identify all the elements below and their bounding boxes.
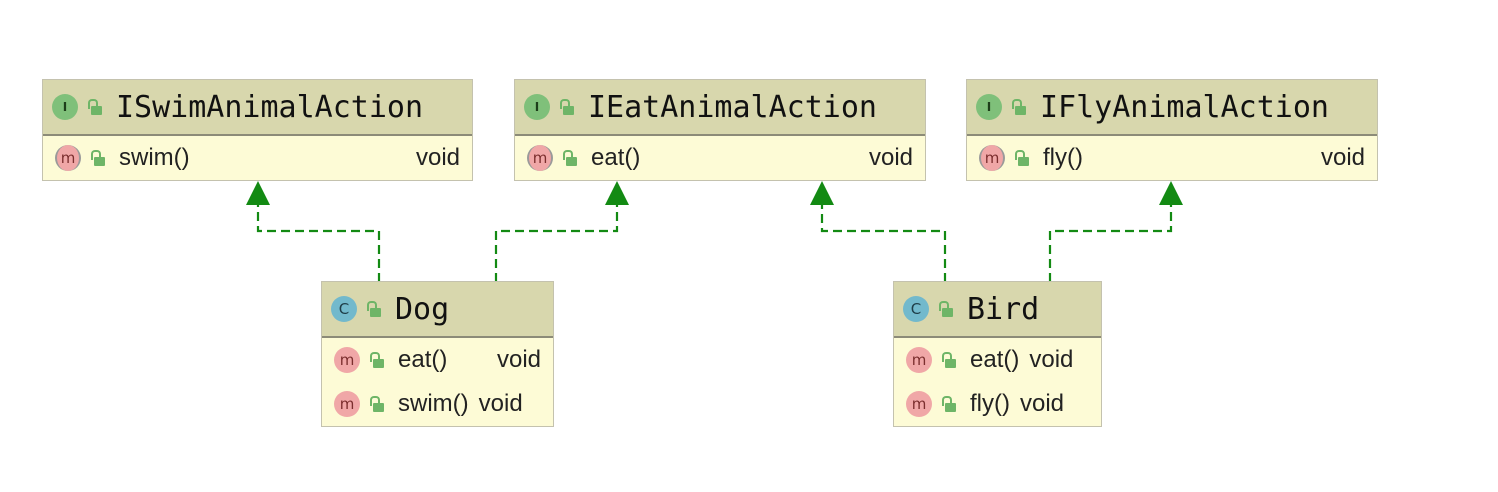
relation-line — [1048, 204, 1173, 282]
method-row[interactable]: m swim() void — [322, 382, 553, 426]
method-row[interactable]: m eat() void — [322, 338, 553, 382]
method-icon: m — [906, 347, 932, 373]
method-return-type: void — [415, 144, 460, 171]
public-lock-icon — [91, 150, 105, 166]
relation-dog-implements-iswimanimalaction — [246, 181, 381, 282]
relation-line — [256, 204, 381, 282]
class-bird[interactable]: C Bird m eat() void m fly() void — [893, 281, 1102, 427]
class-header: C Bird — [894, 282, 1101, 338]
method-row[interactable]: m eat() void — [515, 136, 925, 180]
method-icon: m — [334, 391, 360, 417]
method-icon: m — [979, 145, 1005, 171]
class-name: Dog — [395, 291, 450, 327]
interface-header: I ISwimAnimalAction — [43, 80, 472, 136]
class-name: Bird — [967, 291, 1040, 327]
relation-arrowhead — [246, 181, 270, 205]
class-dog[interactable]: C Dog m eat() void m swim() void — [321, 281, 554, 427]
relation-arrowhead — [1159, 181, 1183, 205]
method-row[interactable]: m eat() void — [894, 338, 1101, 382]
method-return-type: void — [496, 346, 541, 373]
method-name: swim() — [398, 390, 469, 417]
method-return-type: void — [868, 144, 913, 171]
interface-icon: I — [52, 94, 78, 120]
relation-line — [494, 204, 619, 282]
public-lock-icon — [370, 352, 384, 368]
public-lock-icon — [563, 150, 577, 166]
relation-dog-implements-ieatanimalaction — [494, 181, 629, 282]
interface-icon: I — [524, 94, 550, 120]
relation-bird-implements-iflyanimalaction — [1048, 181, 1183, 282]
method-icon: m — [55, 145, 81, 171]
public-lock-icon — [560, 99, 574, 115]
relation-bird-implements-ieatanimalaction — [810, 181, 947, 282]
method-return-type: void — [1019, 390, 1065, 417]
class-header: C Dog — [322, 282, 553, 338]
method-return-type: void — [1029, 346, 1074, 373]
public-lock-icon — [1015, 150, 1029, 166]
method-name: eat() — [398, 346, 448, 373]
method-name: fly() — [970, 390, 1010, 417]
class-icon: C — [331, 296, 357, 322]
method-name: eat() — [591, 144, 641, 171]
public-lock-icon — [942, 352, 956, 368]
method-row[interactable]: m fly() void — [967, 136, 1377, 180]
method-name: eat() — [970, 346, 1020, 373]
interface-name: IFlyAnimalAction — [1040, 89, 1329, 125]
public-lock-icon — [939, 301, 953, 317]
interface-name: IEatAnimalAction — [588, 89, 877, 125]
interface-header: I IFlyAnimalAction — [967, 80, 1377, 136]
public-lock-icon — [367, 301, 381, 317]
method-return-type: void — [478, 390, 523, 417]
relation-line — [820, 204, 947, 282]
class-icon: C — [903, 296, 929, 322]
relation-arrowhead — [810, 181, 834, 205]
interface-ieatanimalaction[interactable]: I IEatAnimalAction m eat() void — [514, 79, 926, 181]
public-lock-icon — [370, 396, 384, 412]
method-icon: m — [906, 391, 932, 417]
interface-icon: I — [976, 94, 1002, 120]
method-return-type: void — [1320, 144, 1365, 171]
relation-arrowhead — [605, 181, 629, 205]
interface-iswimanimalaction[interactable]: I ISwimAnimalAction m swim() void — [42, 79, 473, 181]
method-name: swim() — [119, 144, 190, 171]
public-lock-icon — [942, 396, 956, 412]
interface-header: I IEatAnimalAction — [515, 80, 925, 136]
public-lock-icon — [1012, 99, 1026, 115]
public-lock-icon — [88, 99, 102, 115]
interface-iflyanimalaction[interactable]: I IFlyAnimalAction m fly() void — [966, 79, 1378, 181]
method-row[interactable]: m swim() void — [43, 136, 472, 180]
interface-name: ISwimAnimalAction — [116, 89, 424, 125]
method-icon: m — [527, 145, 553, 171]
method-icon: m — [334, 347, 360, 373]
method-name: fly() — [1043, 144, 1083, 171]
method-row[interactable]: m fly() void — [894, 382, 1101, 426]
